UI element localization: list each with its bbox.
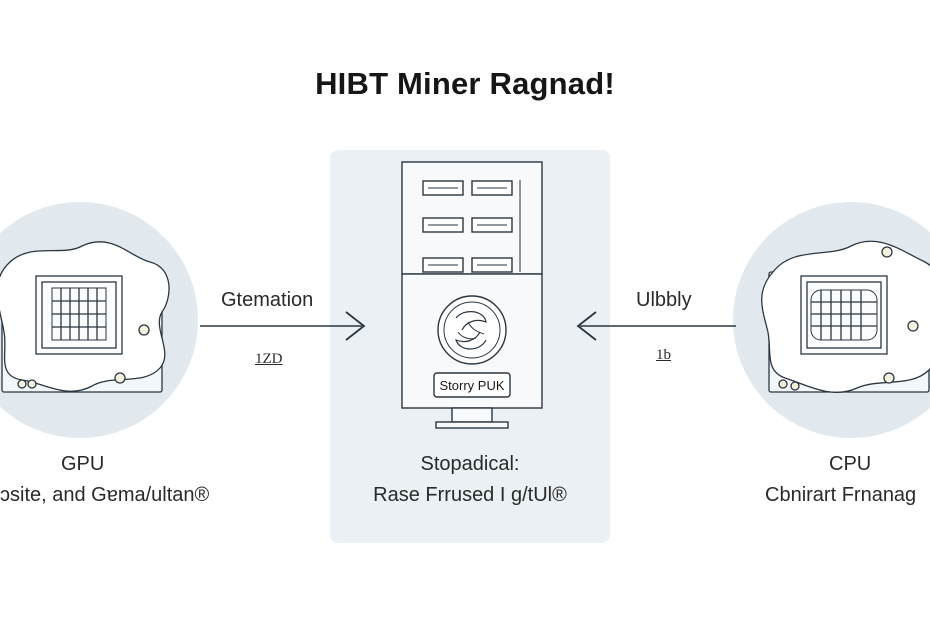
diagram-title: HIBT Miner Ragnad! [315,66,615,101]
center-name: Stopadical: [420,453,520,475]
left-arrow-value: 1ZD [255,351,283,367]
gpu-description: ɔsite, and Gɐma/ultan® [0,484,210,506]
cpu-name: CPU [829,453,872,475]
cpu-circle [733,202,930,438]
chip-label: Storry PUK [439,378,504,393]
right-arrow-value: 1b [656,347,671,363]
gpu-chip-icon [0,241,170,393]
right-arrow-label: Ulbbly [636,289,692,311]
cpu-description: Cbnirart Frnanag [765,484,917,506]
center-description: Rase Frrused I g/tUl® [373,484,567,506]
gpu-circle [0,202,198,438]
gpu-name: GPU [61,453,105,475]
fan-icon [437,295,507,365]
left-arrow-label: Gtemation [221,289,314,311]
cpu-chip-icon [761,240,930,393]
